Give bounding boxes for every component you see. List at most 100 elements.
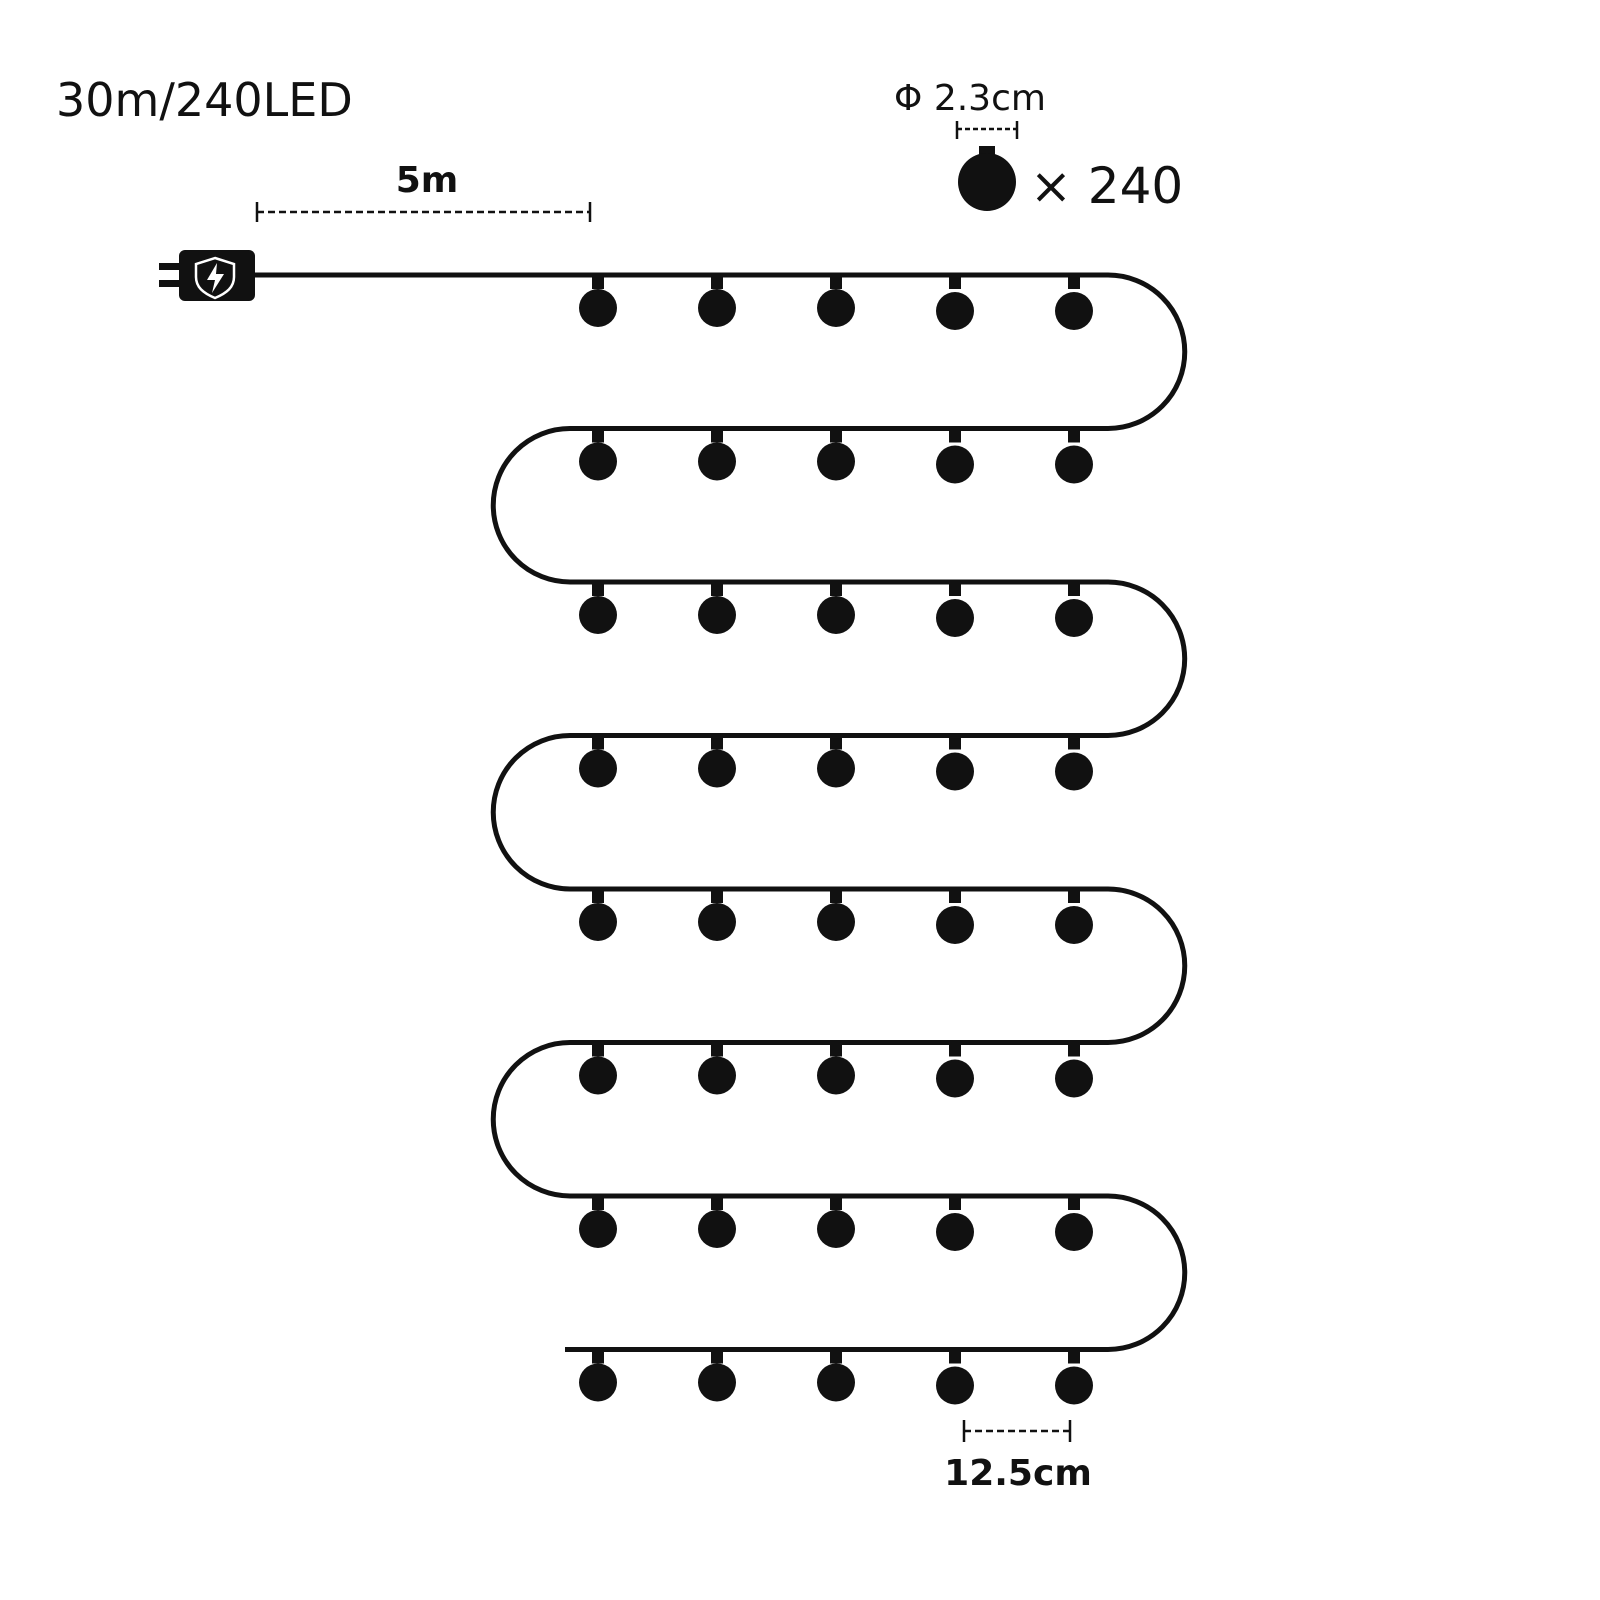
bulb [1055, 735, 1093, 791]
light-string-cable [490, 272, 1188, 1352]
bulb-count-label: × 240 [1030, 157, 1183, 215]
bulb-globe [698, 442, 736, 481]
bulb-socket [1068, 889, 1080, 903]
bulb-globe [579, 1056, 617, 1095]
bulb-socket [1068, 1042, 1080, 1057]
bulb-socket [830, 1042, 842, 1057]
bulb [936, 1349, 974, 1405]
bulb-globe [936, 1059, 974, 1098]
bulb-socket [830, 1196, 842, 1210]
bulb-socket [830, 428, 842, 443]
bulb-globe [579, 289, 617, 327]
bulb-socket [711, 428, 723, 443]
bulb-globe [936, 1366, 974, 1405]
bulb-icon [958, 146, 1016, 211]
bulb [1055, 582, 1093, 637]
bulb-socket [592, 1042, 604, 1057]
bulb-socket [592, 428, 604, 443]
bulb [579, 582, 617, 634]
bulb [579, 889, 617, 941]
bulb-globe [817, 1210, 855, 1248]
bulb-globe [698, 1210, 736, 1248]
lead-length-dimension [255, 202, 592, 222]
bulb [936, 1042, 974, 1098]
bulb-socket [592, 582, 604, 596]
bulb [1055, 1349, 1093, 1405]
adapter-box [179, 250, 255, 301]
bulb-socket [592, 275, 604, 289]
bulb [936, 735, 974, 791]
lead-length-label: 5m [396, 160, 459, 201]
bulb [579, 428, 617, 481]
bulb-globe [579, 1363, 617, 1402]
bulb-socket [830, 735, 842, 750]
bulb [1055, 1042, 1093, 1098]
bulb [579, 275, 617, 327]
bulb-globe [1055, 1059, 1093, 1098]
bulb-globe [1055, 752, 1093, 791]
plug-icon [159, 263, 181, 287]
bulb-globe [579, 596, 617, 634]
bulb-globe [817, 289, 855, 327]
bulb-globe [936, 292, 974, 330]
bulb [579, 735, 617, 788]
bulb-globe [1055, 599, 1093, 637]
bulb-socket [711, 1196, 723, 1210]
bulb-globe [817, 749, 855, 788]
bulb [936, 1196, 974, 1251]
bulb-socket [830, 275, 842, 289]
bulb-globe [579, 1210, 617, 1248]
bulb-globe [817, 442, 855, 481]
bulb-group [579, 275, 1093, 1405]
bulb-globe [698, 1363, 736, 1402]
bulb-globe [817, 903, 855, 941]
bulb-socket [830, 582, 842, 596]
bulb-socket [1068, 735, 1080, 750]
bulb [698, 735, 736, 788]
bulb-globe [1055, 1213, 1093, 1251]
bulb [936, 889, 974, 944]
bulb-socket [949, 1196, 961, 1210]
bulb-socket [711, 1042, 723, 1057]
bulb-globe [1055, 1366, 1093, 1405]
bulb-globe [936, 752, 974, 791]
bulb-diameter-label: Φ 2.3cm [894, 78, 1046, 119]
bulb-socket [592, 889, 604, 903]
bulb [817, 428, 855, 481]
bulb-socket [592, 1349, 604, 1364]
bulb-globe [698, 596, 736, 634]
bulb-globe [698, 1056, 736, 1095]
bulb [817, 275, 855, 327]
bulb-socket [1068, 428, 1080, 443]
bulb-socket [949, 428, 961, 443]
bulb-diameter-dimension [955, 121, 1019, 139]
product-title: 30m/240LED [56, 73, 353, 127]
bulb-socket [711, 275, 723, 289]
bulb-socket [949, 1349, 961, 1364]
bulb [579, 1349, 617, 1402]
shield-lightning-icon [194, 256, 236, 300]
bulb-globe [698, 749, 736, 788]
bulb [698, 428, 736, 481]
bulb [817, 582, 855, 634]
bulb-socket [1068, 1196, 1080, 1210]
bulb-socket [949, 1042, 961, 1057]
bulb [698, 582, 736, 634]
bulb-socket [1068, 1349, 1080, 1364]
bulb-socket [1068, 582, 1080, 596]
bulb-socket [711, 735, 723, 750]
bulb-globe [817, 1363, 855, 1402]
bulb [817, 889, 855, 941]
bulb [1055, 428, 1093, 484]
bulb-globe [579, 442, 617, 481]
bulb-socket [711, 889, 723, 903]
bulb-globe [1055, 906, 1093, 944]
bulb-globe [936, 906, 974, 944]
bulb-socket [711, 582, 723, 596]
bulb [817, 735, 855, 788]
bulb-globe [579, 903, 617, 941]
bulb [579, 1042, 617, 1095]
bulb [698, 1349, 736, 1402]
bulb-globe [698, 289, 736, 327]
bulb-socket [949, 889, 961, 903]
